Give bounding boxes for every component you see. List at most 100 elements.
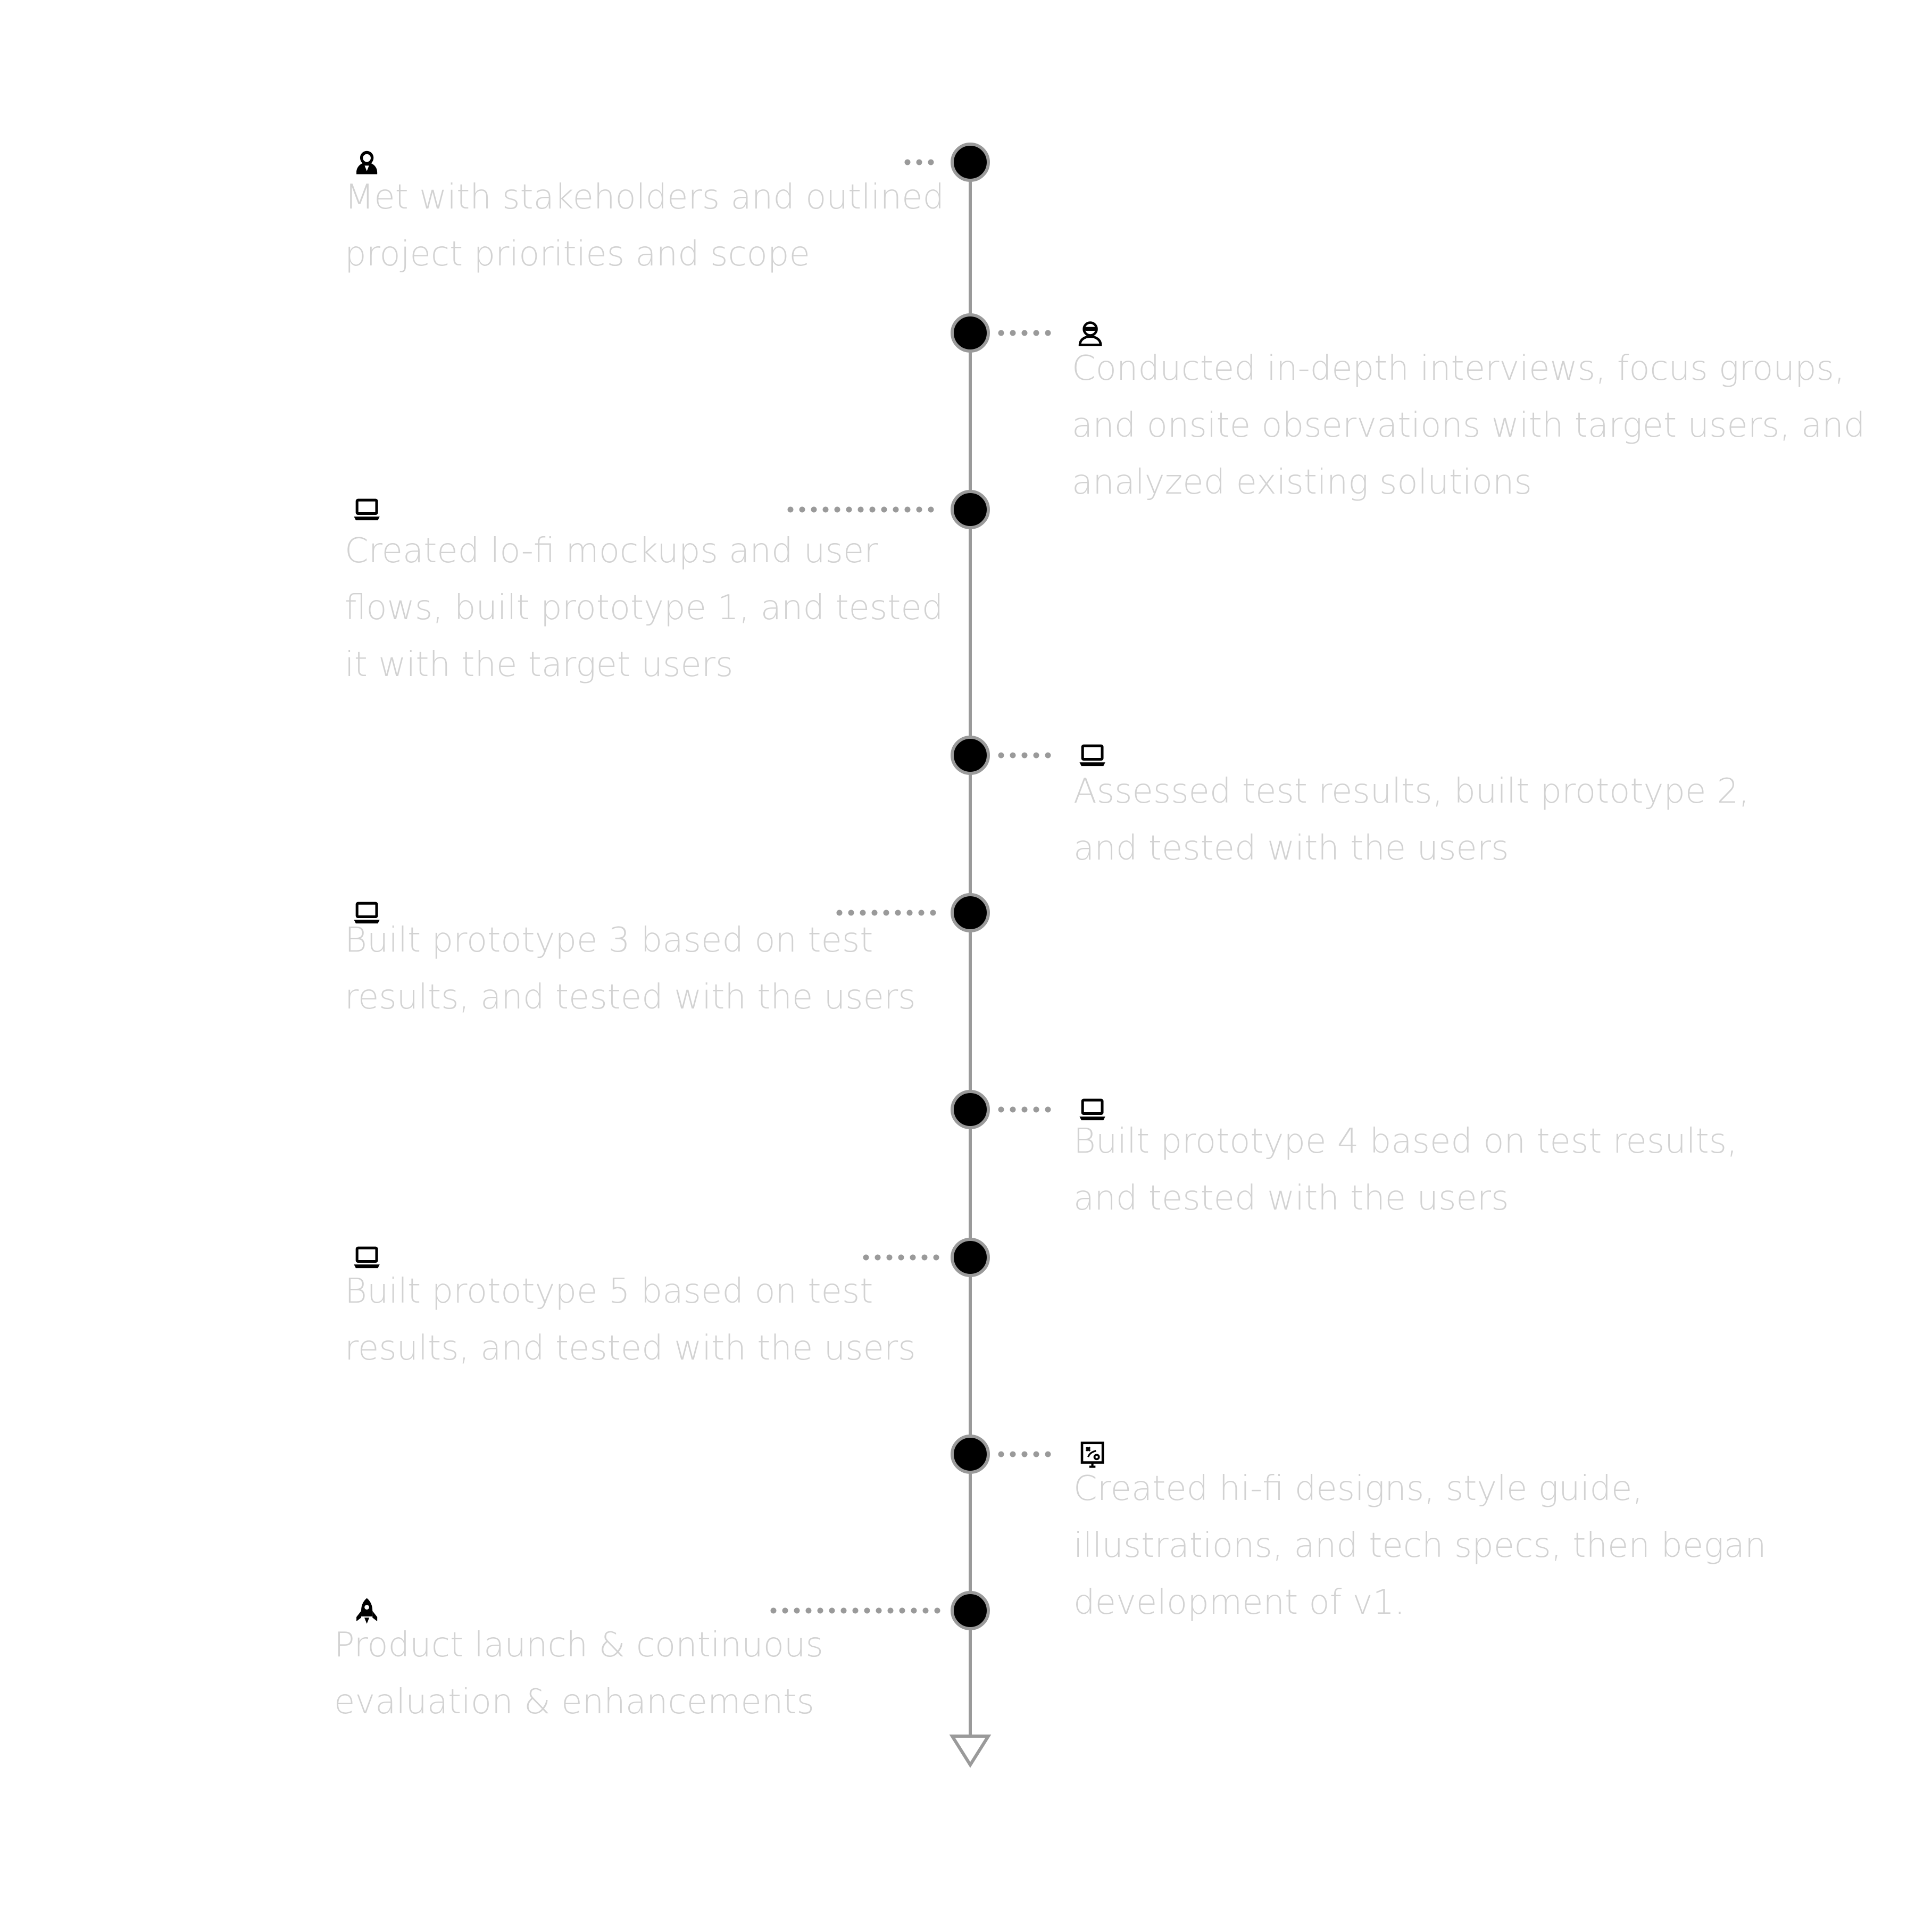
connector-dot-5 — [836, 910, 843, 916]
connector-dot-7 — [886, 1254, 893, 1261]
connector-dot-9 — [922, 1607, 929, 1614]
step-7-line-1: Built prototype 5 based on test — [345, 1272, 873, 1311]
connector-dot-4 — [1010, 752, 1016, 758]
step-1-line-1: Met with stakeholders and outlined — [345, 178, 945, 217]
connector-dot-7 — [875, 1254, 881, 1261]
connector-dot-7 — [898, 1254, 904, 1261]
laptop-icon — [354, 902, 380, 924]
step-7-description: Built prototype 5 based on test results, … — [345, 1263, 916, 1377]
connector-dot-3 — [904, 506, 911, 513]
timeline-node-4 — [951, 736, 990, 775]
step-6-description: Built prototype 4 based on test results,… — [1073, 1113, 1737, 1227]
step-8-line-3: development of v1. — [1073, 1583, 1405, 1622]
connector-dot-9 — [829, 1607, 835, 1614]
step-7-line-2: results, and tested with the users — [345, 1329, 916, 1368]
step-2-line-2: and onsite observations with target user… — [1072, 406, 1866, 445]
step-5-description: Built prototype 3 based on test results, … — [345, 912, 916, 1026]
step-5-line-2: results, and tested with the users — [345, 978, 916, 1017]
connector-dot-4 — [1045, 752, 1051, 758]
connector-dot-6 — [998, 1106, 1004, 1113]
connector-dot-3 — [811, 506, 817, 513]
connector-dot-1 — [928, 159, 934, 165]
connector-dot-5 — [848, 910, 854, 916]
step-2-description: Conducted in-depth interviews, focus gro… — [1072, 340, 1865, 511]
connector-dot-3 — [822, 506, 829, 513]
connector-dot-9 — [876, 1607, 882, 1614]
laptop-icon — [1079, 744, 1105, 766]
rocket-icon — [356, 1598, 378, 1624]
connector-dot-6 — [1045, 1106, 1051, 1113]
connector-dot-9 — [864, 1607, 870, 1614]
connector-dot-9 — [899, 1607, 905, 1614]
connector-dot-3 — [928, 506, 934, 513]
laptop-icon — [354, 1246, 380, 1269]
headset-user-icon — [1078, 321, 1102, 346]
connector-dot-1 — [916, 159, 922, 165]
connector-dot-9 — [887, 1607, 894, 1614]
connector-dot-5 — [883, 910, 889, 916]
laptop-icon — [354, 498, 380, 521]
timeline-node-1 — [951, 143, 990, 182]
step-3-line-2: flows, built prototype 1, and tested — [345, 588, 944, 628]
connector-dot-3 — [869, 506, 876, 513]
connector-dot-9 — [770, 1607, 777, 1614]
connector-dot-3 — [787, 506, 794, 513]
connector-dot-7 — [933, 1254, 939, 1261]
connector-dot-7 — [910, 1254, 916, 1261]
connector-dot-8 — [1021, 1451, 1028, 1457]
connector-dot-3 — [893, 506, 899, 513]
step-8-description: Created hi-fi designs, style guide,illus… — [1073, 1461, 1767, 1631]
connector-dot-8 — [1045, 1451, 1051, 1457]
step-6-line-1: Built prototype 4 based on test results, — [1073, 1122, 1738, 1161]
connector-dot-6 — [1021, 1106, 1028, 1113]
connector-dot-9 — [852, 1607, 859, 1614]
step-3-line-3: it with the target users — [345, 645, 734, 685]
connector-dot-9 — [911, 1607, 917, 1614]
connector-dot-6 — [1033, 1106, 1039, 1113]
connector-dot-3 — [857, 506, 864, 513]
step-5-line-1: Built prototype 3 based on test — [345, 921, 873, 960]
connector-dot-1 — [904, 159, 911, 165]
step-1-line-2: project priorities and scope — [345, 235, 810, 274]
step-8-line-1: Created hi-fi designs, style guide, — [1073, 1469, 1643, 1508]
timeline-node-5 — [951, 893, 990, 932]
connector-dot-3 — [916, 506, 922, 513]
timeline-node-2 — [951, 313, 990, 353]
step-2-line-3: analyzed existing solutions — [1072, 463, 1532, 502]
connector-dot-9 — [840, 1607, 847, 1614]
step-9-description: Product launch & continuous evaluation & … — [334, 1617, 823, 1731]
step-1-description: Met with stakeholders and outlined projec… — [345, 169, 944, 283]
step-9-line-1: Product launch & continuous — [334, 1625, 823, 1665]
connector-dot-9 — [805, 1607, 812, 1614]
connector-dot-3 — [881, 506, 887, 513]
connector-dot-5 — [906, 910, 913, 916]
step-4-description: Assessed test results, built prototype 2… — [1073, 763, 1750, 877]
connector-dot-2 — [1021, 330, 1028, 336]
connector-dot-7 — [921, 1254, 928, 1261]
laptop-icon — [1079, 1098, 1105, 1121]
connector-dot-5 — [895, 910, 901, 916]
strategy-board-icon — [1080, 1441, 1104, 1468]
connector-dot-5 — [871, 910, 878, 916]
step-4-line-2: and tested with the users — [1073, 829, 1509, 868]
connector-dot-9 — [934, 1607, 940, 1614]
timeline-arrow-head — [949, 1735, 992, 1768]
connector-dot-3 — [834, 506, 840, 513]
connector-dot-2 — [1045, 330, 1051, 336]
timeline-node-6 — [951, 1090, 990, 1129]
connector-dot-5 — [860, 910, 866, 916]
timeline-node-7 — [951, 1238, 990, 1277]
connector-dot-4 — [1021, 752, 1028, 758]
connector-dot-4 — [998, 752, 1004, 758]
connector-dot-5 — [918, 910, 925, 916]
person-icon — [356, 151, 378, 174]
connector-dot-8 — [1033, 1451, 1039, 1457]
step-2-line-1: Conducted in-depth interviews, focus gro… — [1072, 349, 1845, 388]
connector-dot-6 — [1010, 1106, 1016, 1113]
connector-dot-8 — [998, 1451, 1004, 1457]
step-9-line-2: evaluation & enhancements — [334, 1682, 814, 1722]
connector-dot-9 — [782, 1607, 788, 1614]
connector-dot-2 — [1033, 330, 1039, 336]
connector-dot-7 — [863, 1254, 869, 1261]
